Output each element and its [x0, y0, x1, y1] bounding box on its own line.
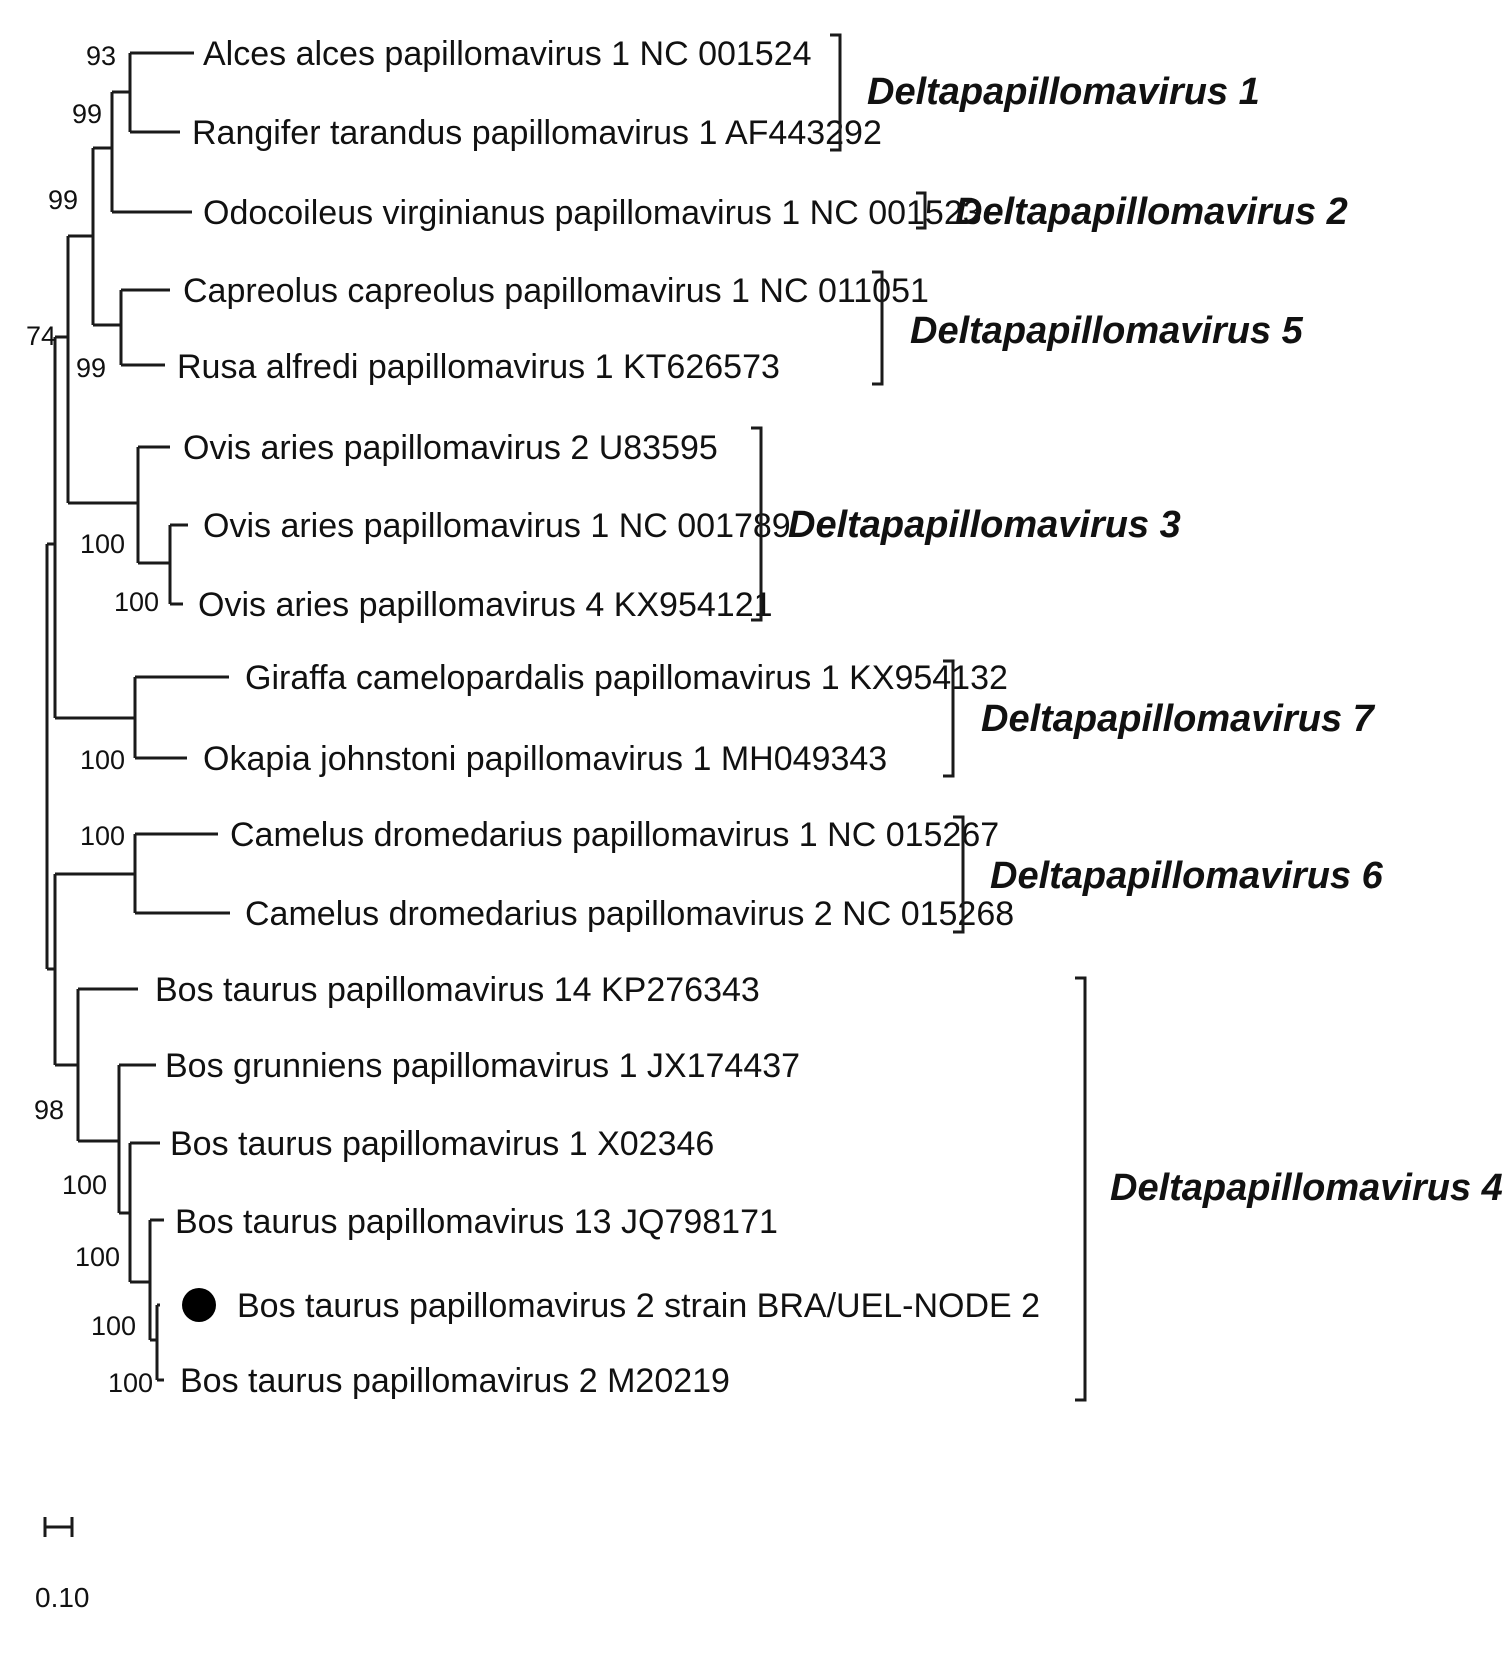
- bracket-deltapapillomavirus-4: [1075, 976, 1087, 1402]
- bracket-deltapapillomavirus-6: [953, 815, 965, 934]
- taxon-label: Ovis aries papillomavirus 4 KX954121: [198, 586, 773, 624]
- taxon-label: Camelus dromedarius papillomavirus 1 NC …: [230, 816, 999, 854]
- group-label: Deltapapillomavirus 3: [788, 504, 1181, 546]
- bracket-deltapapillomavirus-5: [872, 270, 884, 386]
- bracket-deltapapillomavirus-7: [943, 659, 955, 778]
- group-label: Deltapapillomavirus 7: [981, 698, 1376, 740]
- study-strain-marker-icon: [182, 1288, 216, 1322]
- taxon-label: Bos taurus papillomavirus 2 strain BRA/U…: [237, 1287, 1040, 1325]
- taxon-label: Rangifer tarandus papillomavirus 1 AF443…: [192, 114, 882, 152]
- bracket-deltapapillomavirus-1: [830, 33, 842, 152]
- taxon-label: Bos taurus papillomavirus 14 KP276343: [155, 971, 760, 1009]
- group-label: Deltapapillomavirus 5: [910, 310, 1304, 352]
- bootstrap-label: 100: [91, 1311, 136, 1341]
- bootstrap-label: 99: [72, 99, 102, 129]
- taxon-label: Okapia johnstoni papillomavirus 1 MH0493…: [203, 740, 887, 778]
- taxon-label: Camelus dromedarius papillomavirus 2 NC …: [245, 895, 1014, 933]
- taxon-label: Odocoileus virginianus papillomavirus 1 …: [203, 194, 982, 232]
- bootstrap-label: 99: [48, 185, 78, 215]
- bootstrap-label: 100: [62, 1170, 107, 1200]
- bootstrap-label: 99: [76, 353, 106, 383]
- taxon-label: Bos grunniens papillomavirus 1 JX174437: [165, 1047, 800, 1085]
- taxon-label: Alces alces papillomavirus 1 NC 001524: [203, 35, 812, 73]
- taxon-label: Ovis aries papillomavirus 1 NC 001789: [203, 507, 791, 545]
- scale-bar-label: 0.10: [35, 1582, 90, 1613]
- bootstrap-label: 100: [80, 745, 125, 775]
- taxon-label: Giraffa camelopardalis papillomavirus 1 …: [245, 659, 1008, 697]
- bootstrap-label: 98: [34, 1095, 64, 1125]
- group-label: Deltapapillomavirus 1: [867, 71, 1260, 113]
- bootstrap-label: 93: [86, 41, 116, 71]
- group-brackets: [751, 33, 1087, 1402]
- taxon-label: Bos taurus papillomavirus 2 M20219: [180, 1362, 730, 1400]
- bootstrap-label: 100: [114, 587, 159, 617]
- bootstrap-label: 100: [80, 821, 125, 851]
- bracket-deltapapillomavirus-3: [751, 426, 763, 622]
- group-label: Deltapapillomavirus 6: [990, 855, 1384, 897]
- bootstrap-label: 74: [26, 321, 56, 351]
- taxon-label: Rusa alfredi papillomavirus 1 KT626573: [177, 348, 780, 386]
- bootstrap-label: 100: [80, 529, 125, 559]
- taxon-label: Ovis aries papillomavirus 2 U83595: [183, 429, 718, 467]
- taxon-labels: Alces alces papillomavirus 1 NC 001524 R…: [155, 35, 1040, 1400]
- bootstrap-label: 100: [108, 1368, 153, 1398]
- taxon-label: Bos taurus papillomavirus 1 X02346: [170, 1125, 714, 1163]
- scale-bar: 0.10: [35, 1517, 90, 1613]
- tree-branches: [45, 51, 230, 1382]
- taxon-label: Capreolus capreolus papillomavirus 1 NC …: [183, 272, 929, 310]
- bootstrap-values: 93 99 99 74 99 100 100 100 100 98 100 10…: [26, 41, 159, 1398]
- group-label: Deltapapillomavirus 4: [1110, 1167, 1503, 1209]
- group-label: Deltapapillomavirus 2: [955, 191, 1348, 233]
- taxon-label: Bos taurus papillomavirus 13 JQ798171: [175, 1203, 778, 1241]
- group-labels: Deltapapillomavirus 1 Deltapapillomaviru…: [788, 71, 1503, 1209]
- bracket-deltapapillomavirus-2: [916, 191, 927, 230]
- bootstrap-label: 100: [75, 1242, 120, 1272]
